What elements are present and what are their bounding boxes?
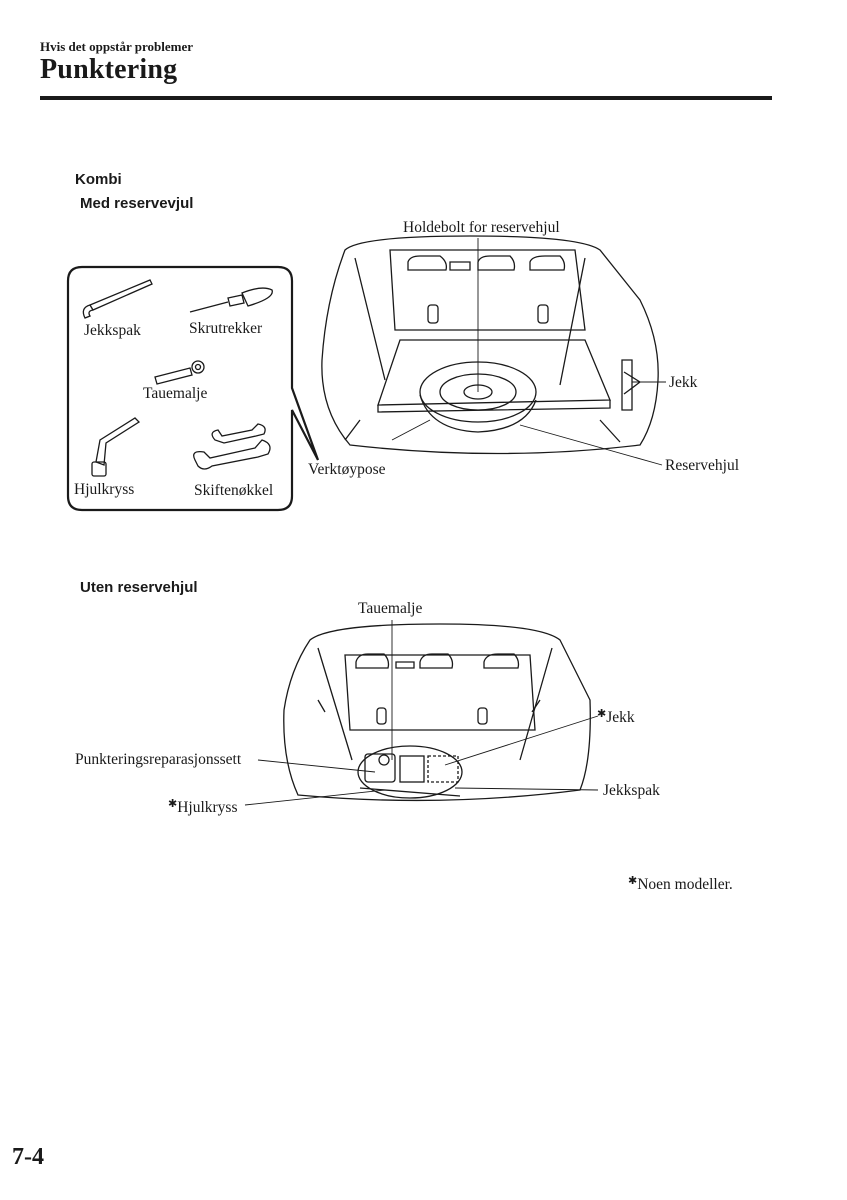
spanner-icon xyxy=(193,423,271,470)
towing-eye-icon xyxy=(154,360,205,385)
label-tool-screwdriver: Skrutrekker xyxy=(189,320,263,337)
label-repair-kit: Punkteringsreparasjonssett xyxy=(75,751,242,768)
leader-spare-wheel xyxy=(519,424,663,466)
car-rear-without-spare xyxy=(283,623,591,802)
label-tool-towing-eye: Tauemalje xyxy=(143,385,208,402)
label-spare-wheel: Reservehjul xyxy=(665,457,740,474)
leader-jack-2 xyxy=(444,715,599,766)
footnote: ✱Noen modeller. xyxy=(628,875,733,893)
page-number: 7-4 xyxy=(12,1144,44,1170)
section-heading-without-spare: Uten reservehjul xyxy=(80,579,198,596)
label-tool-jack-handle: Jekkspak xyxy=(84,322,141,339)
lug-wrench-icon xyxy=(91,417,141,477)
label-tool-lug-wrench: Hjulkryss xyxy=(74,481,135,498)
label-jack: Jekk xyxy=(669,374,698,391)
label-lug-wrench-2: ✱Hjulkryss xyxy=(168,798,238,816)
chapter-title: Hvis det oppstår problemer xyxy=(40,39,193,54)
label-jack-2: ✱Jekk xyxy=(597,708,635,726)
asterisk-mark: ✱ xyxy=(168,798,178,810)
label-tool-bag: Verktøypose xyxy=(308,461,386,478)
asterisk-mark: ✱ xyxy=(628,875,638,887)
section-subheading-with-spare: Med reservevjul xyxy=(80,195,194,212)
asterisk-mark: ✱ xyxy=(597,708,607,720)
leader-lug-wrench-2 xyxy=(244,789,386,806)
header-rule xyxy=(40,96,772,100)
page-title: Punktering xyxy=(40,54,178,85)
label-spare-bolt: Holdebolt for reservehjul xyxy=(403,219,560,236)
label-tool-spanner: Skiftenøkkel xyxy=(194,482,274,499)
jack-handle-icon xyxy=(82,279,153,319)
leader-repair-kit xyxy=(257,759,376,773)
screwdriver-icon xyxy=(189,287,273,313)
label-towing-eye-2: Tauemalje xyxy=(358,600,423,617)
section-heading-kombi: Kombi xyxy=(75,171,122,188)
leader-tool-bag xyxy=(391,419,431,441)
leader-jack-handle-2 xyxy=(454,787,599,791)
tool-panel-outline xyxy=(66,265,320,512)
label-jack-handle-2: Jekkspak xyxy=(603,782,660,799)
